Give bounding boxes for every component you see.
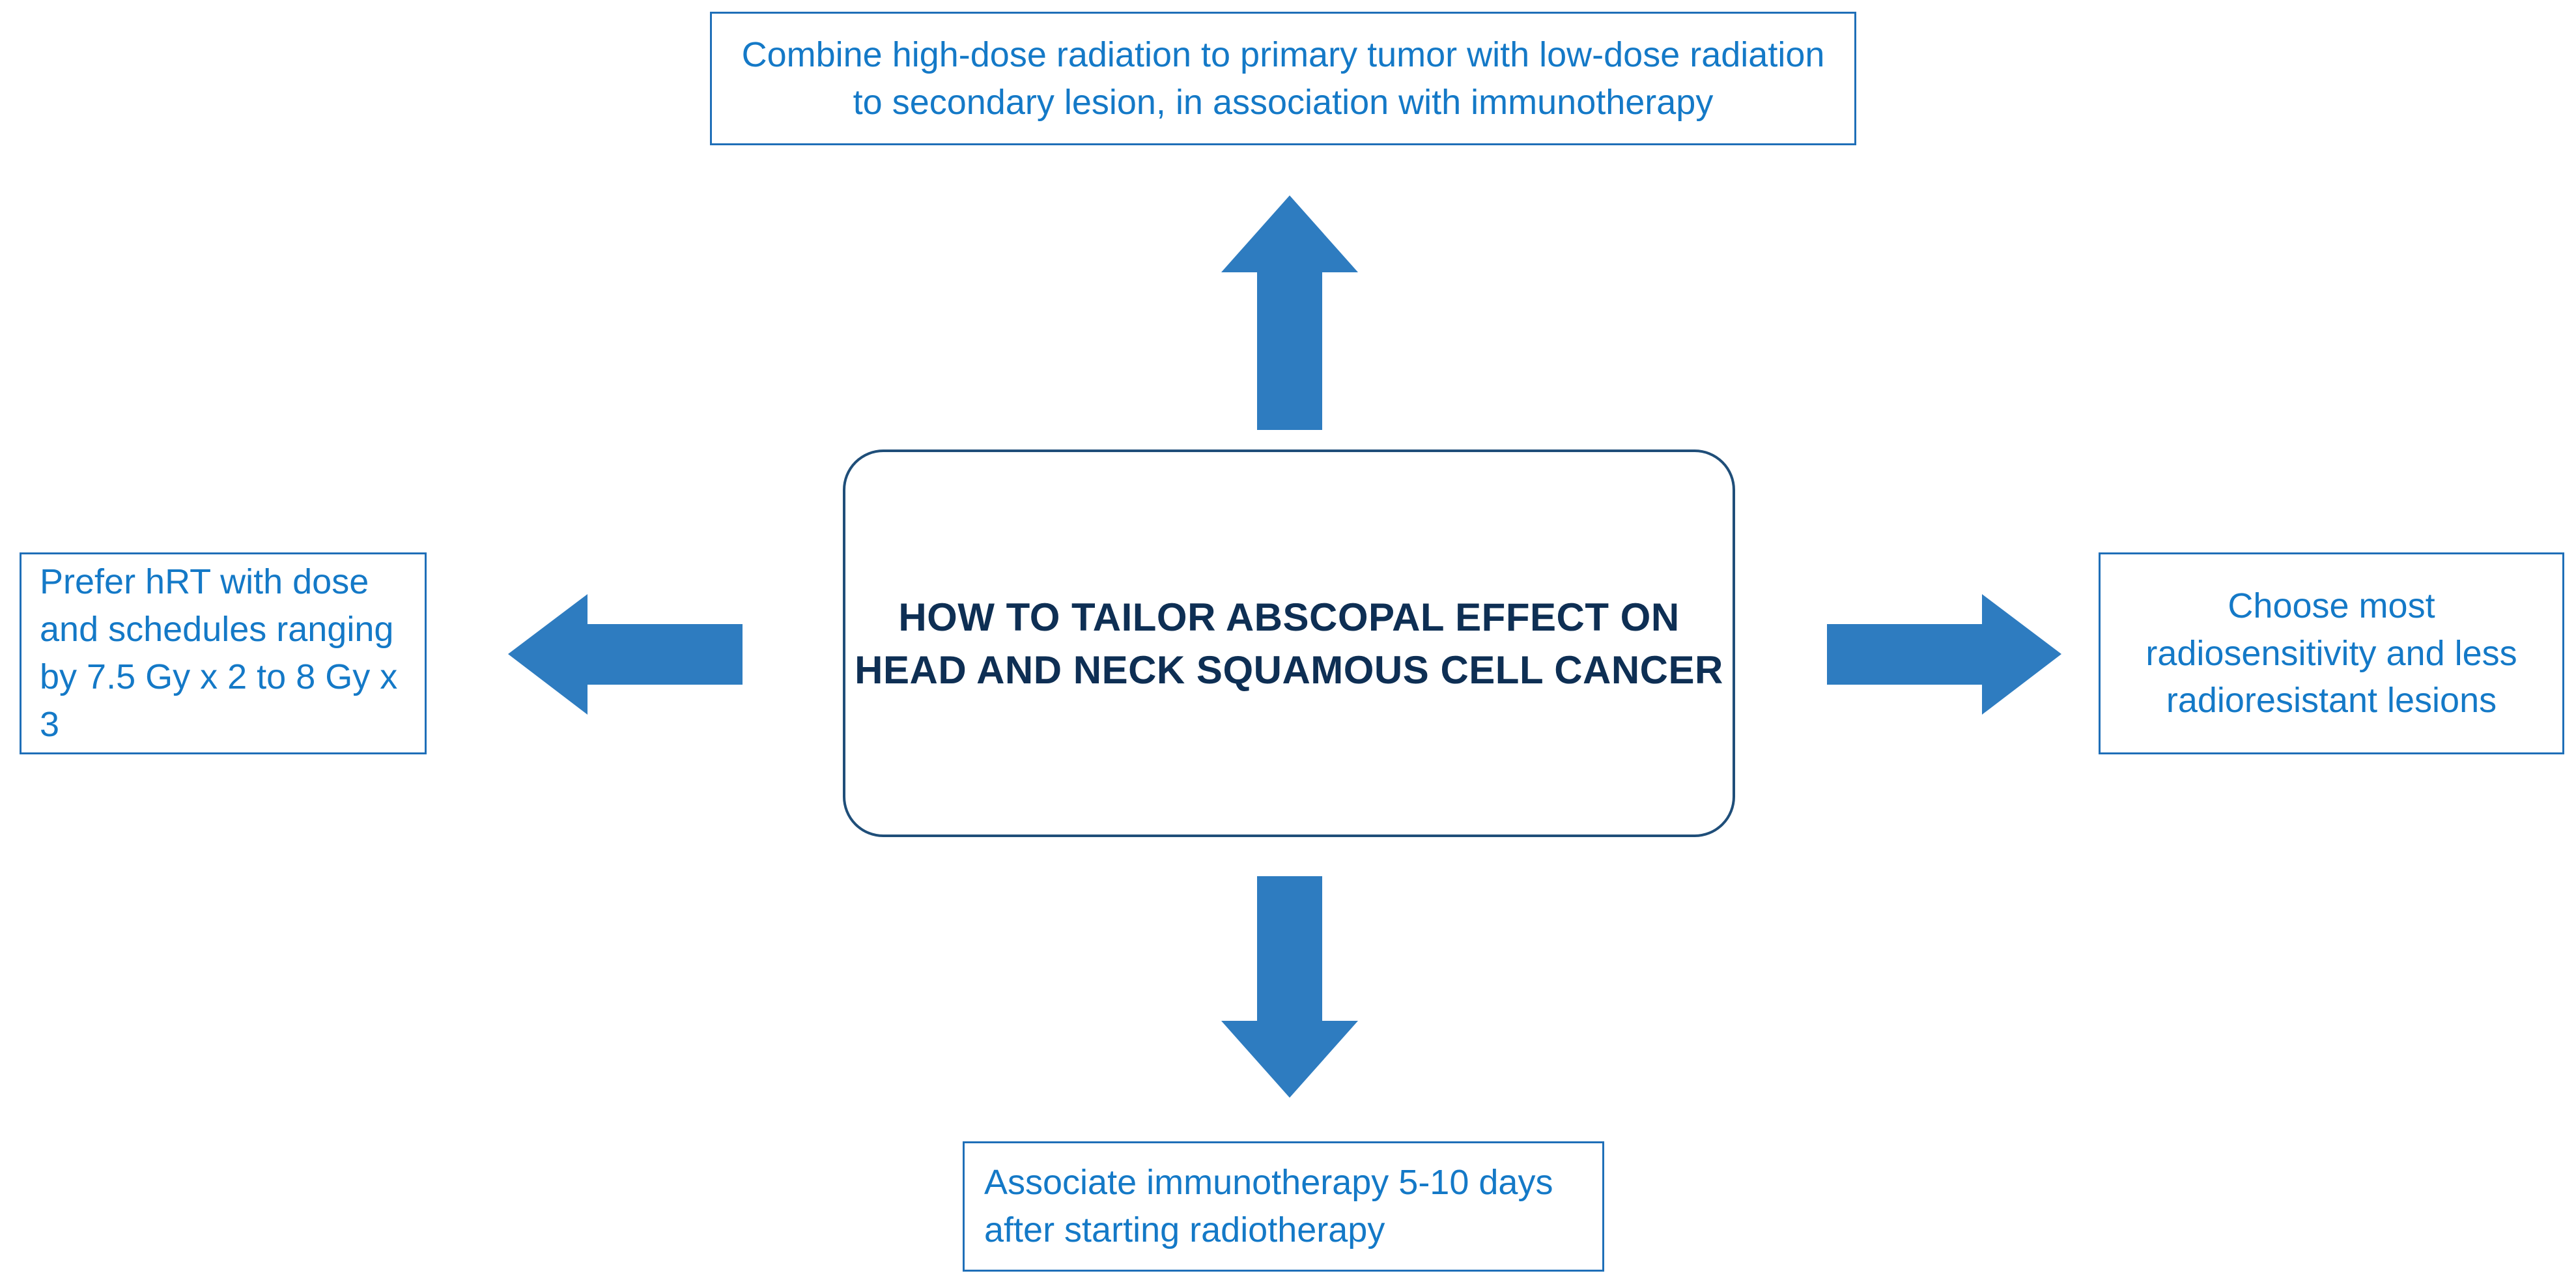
arrow-left-icon: [508, 594, 743, 715]
box-bottom-label: Associate immunotherapy 5-10 days after …: [984, 1163, 1553, 1249]
box-right: Choose most radiosensitivity and less ra…: [2099, 552, 2564, 754]
arrow-up-icon: [1218, 195, 1361, 430]
box-left-label: Prefer hRT with dose and schedules rangi…: [40, 562, 398, 744]
box-left: Prefer hRT with dose and schedules rangi…: [20, 552, 427, 754]
center-concept-label: HOW TO TAILOR ABSCOPAL EFFECT ON HEAD AN…: [855, 595, 1723, 692]
box-bottom: Associate immunotherapy 5-10 days after …: [963, 1141, 1604, 1272]
arrow-right-icon: [1827, 594, 2061, 715]
box-top-label: Combine high-dose radiation to primary t…: [741, 35, 1825, 122]
center-concept-box: HOW TO TAILOR ABSCOPAL EFFECT ON HEAD AN…: [843, 449, 1735, 837]
arrow-down-icon: [1218, 876, 1361, 1098]
box-top: Combine high-dose radiation to primary t…: [710, 12, 1856, 145]
box-right-label: Choose most radiosensitivity and less ra…: [2145, 586, 2517, 720]
